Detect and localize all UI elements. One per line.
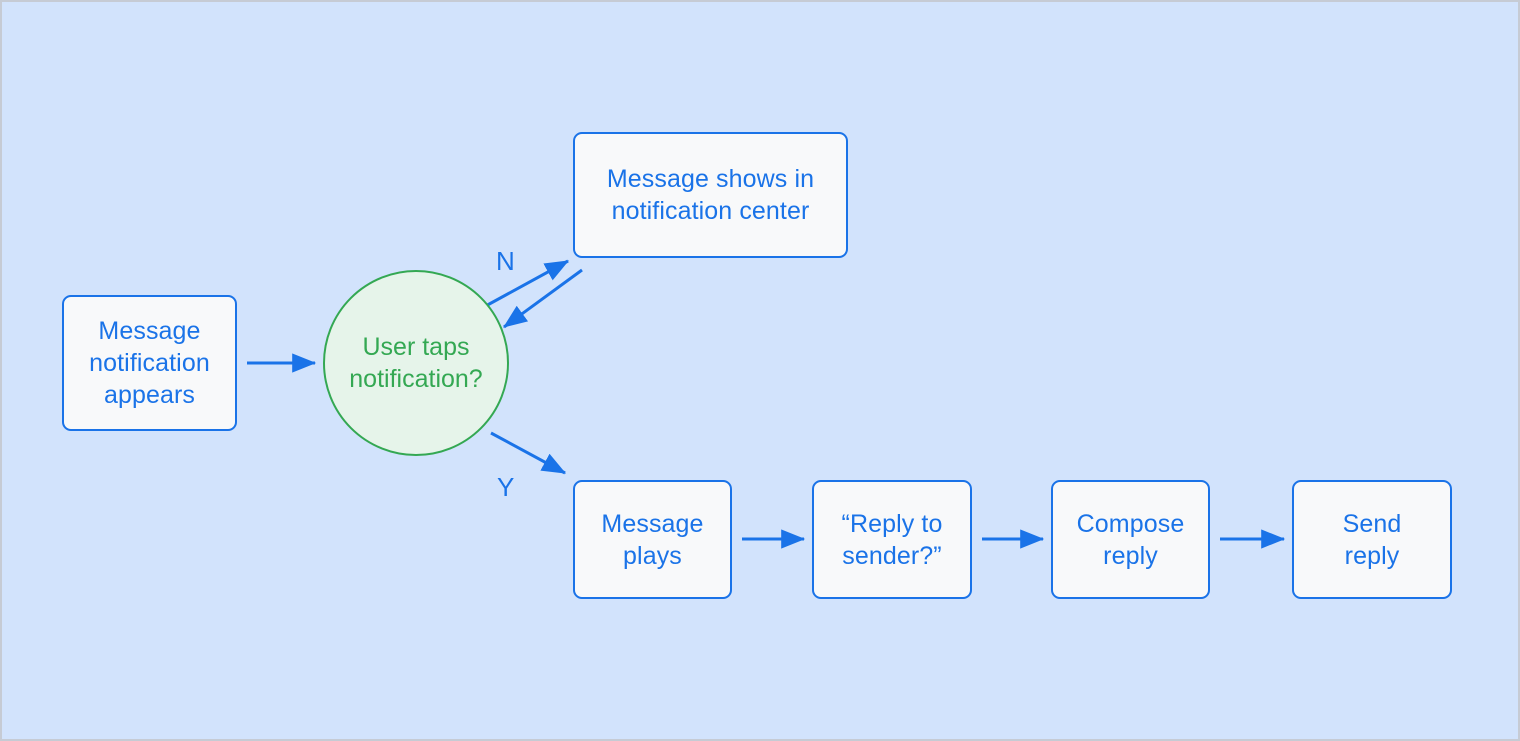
node-compose-reply[interactable]: Compose reply: [1051, 480, 1210, 599]
connector-decision-yes: [490, 431, 567, 475]
edge-label-yes: Y: [497, 472, 515, 502]
connector-return-to-decision: [503, 268, 583, 329]
connector-decision-no: [481, 259, 570, 310]
node-user-taps-notification[interactable]: User taps notification?: [323, 270, 509, 456]
edge-label-no: N: [496, 246, 515, 276]
node-message-notification-appears[interactable]: Message notification appears: [62, 295, 237, 431]
node-message-shows-in-notification-center[interactable]: Message shows in notification center: [573, 132, 848, 258]
node-message-plays[interactable]: Message plays: [573, 480, 732, 599]
node-reply-to-sender[interactable]: “Reply to sender?”: [812, 480, 972, 599]
node-send-reply[interactable]: Send reply: [1292, 480, 1452, 599]
